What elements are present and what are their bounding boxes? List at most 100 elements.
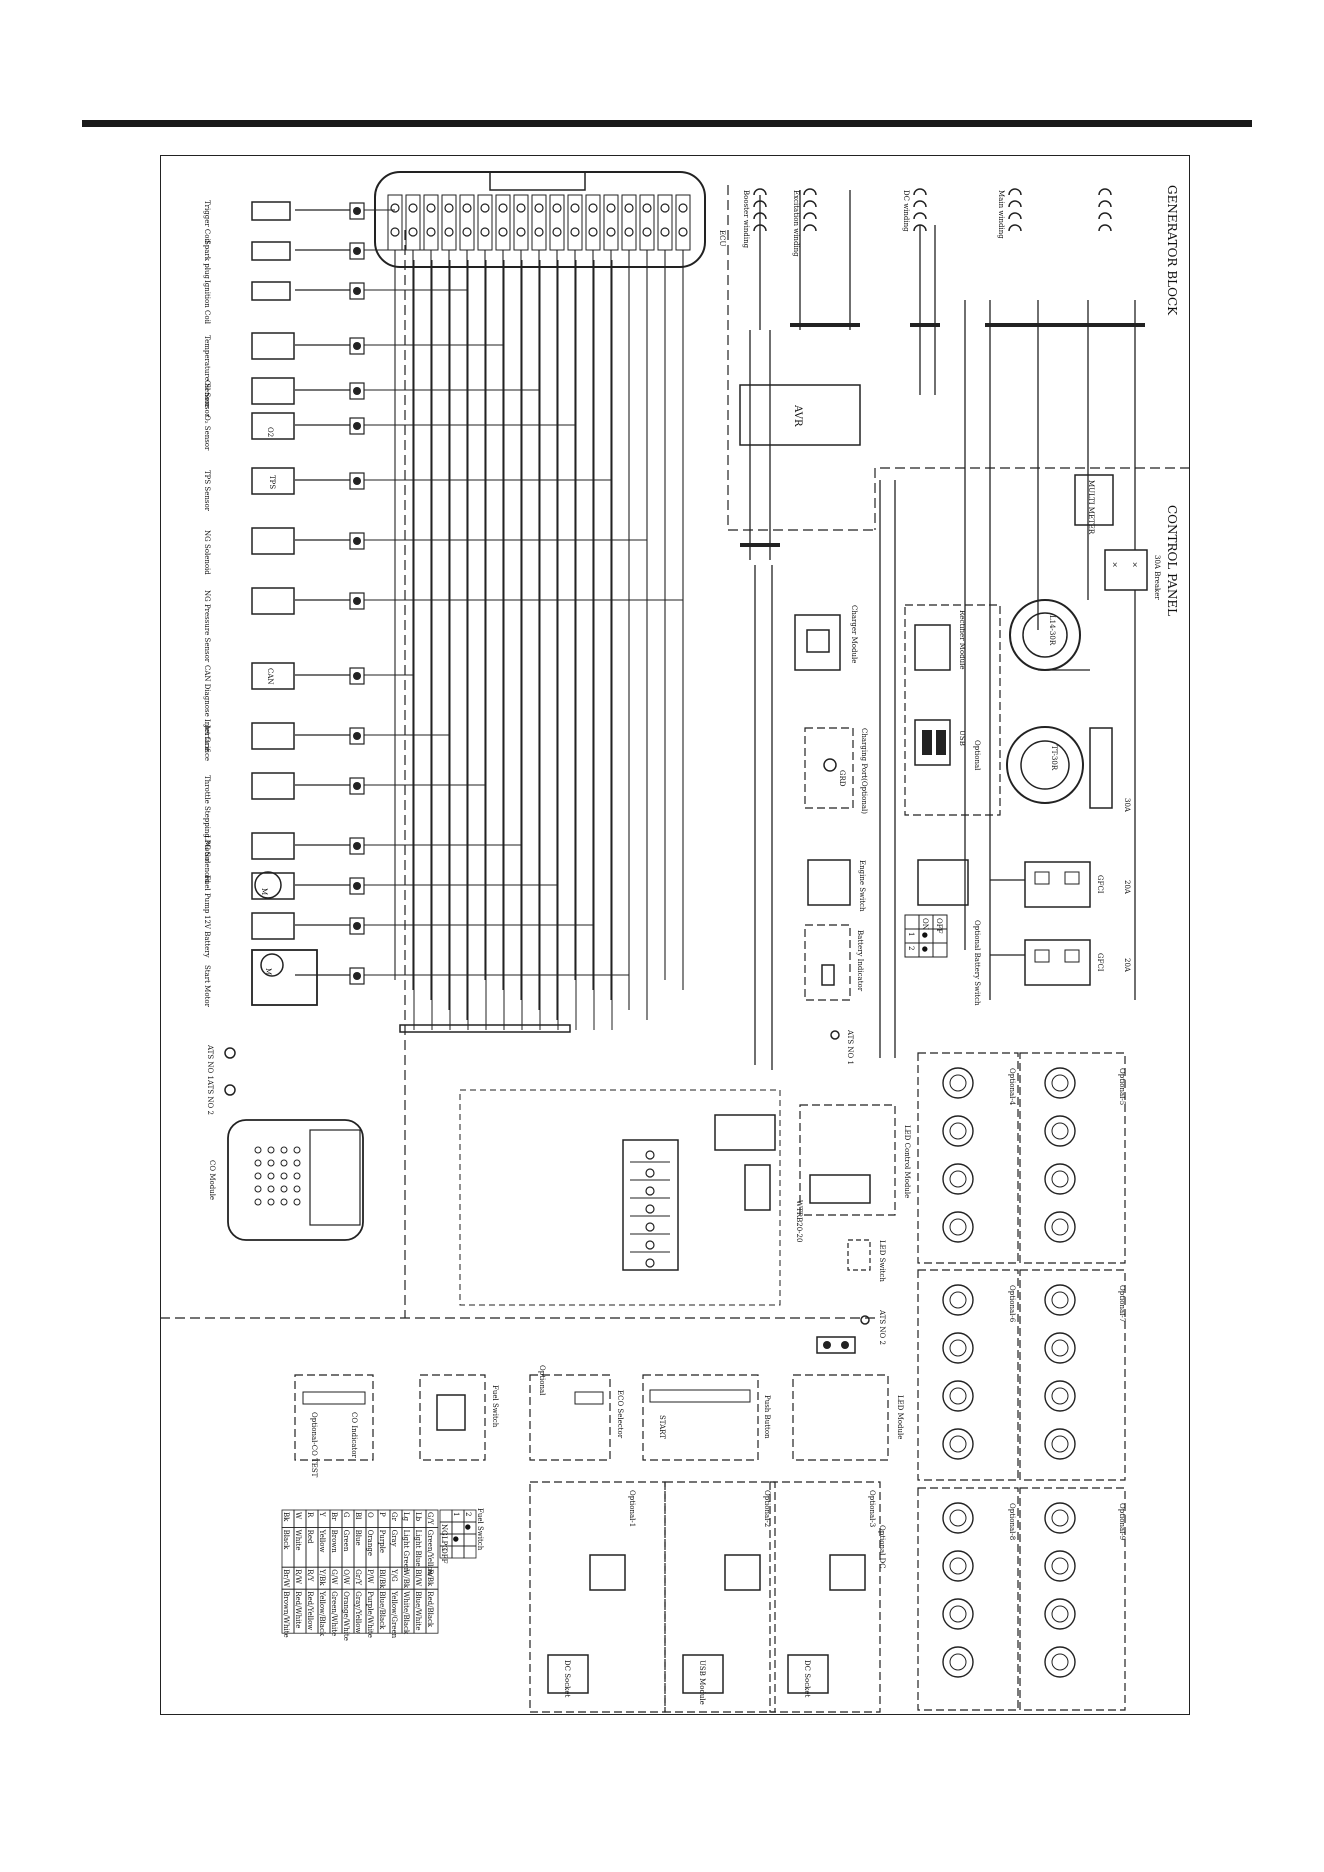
color-legend-cell: Purple (378, 1530, 386, 1553)
color-legend-cell: Lb (414, 1512, 422, 1522)
color-legend-cell: Blue (354, 1530, 362, 1546)
receptacle-l14: L14-30R (1009, 599, 1081, 671)
fuel-table-cell: ● (452, 1536, 460, 1542)
receptacle-tt: TT-30R 30A (1006, 726, 1131, 813)
color-legend-cell: Bl (354, 1512, 362, 1520)
svg-text:Optional-CO TEST: Optional-CO TEST (310, 1412, 318, 1478)
color-legend-cell: Orange (366, 1530, 374, 1556)
svg-text:START: START (658, 1415, 666, 1439)
color-legend-cell: Green/Yellow (426, 1530, 434, 1577)
svg-text:30A: 30A (1123, 798, 1131, 813)
svg-text:GFCI: GFCI (1096, 875, 1104, 894)
svg-text:Fuel Switch: Fuel Switch (491, 1385, 499, 1428)
svg-text:WTRB20-20: WTRB20-20 (795, 1200, 803, 1242)
engine-component-label: Throttle Stepping Motor (203, 775, 211, 863)
color-legend-cell: G/W (330, 1569, 338, 1585)
color-legend-cell: W/Bk (402, 1569, 410, 1589)
color-legend-cell: Red/White (294, 1591, 302, 1628)
battery-switch-cell: 1 (907, 932, 915, 936)
svg-text:Engine Switch: Engine Switch (858, 860, 866, 912)
svg-text:Push Button: Push Button (763, 1395, 771, 1439)
svg-text:ATS NO 2: ATS NO 2 (878, 1309, 886, 1345)
charging-port: Charging Port(Optional) GRD (804, 727, 868, 814)
dc-box-label: DC Socket (803, 1660, 811, 1698)
fuel-table-cell: 1 (452, 1512, 460, 1516)
bus-bar (399, 1024, 571, 1033)
svg-text:20A: 20A (1123, 880, 1131, 895)
engine-component-label: NG Pressure Sensor (203, 590, 211, 663)
svg-text:Charger Module: Charger Module (850, 605, 858, 663)
svg-text:CO Module: CO Module (208, 1160, 216, 1200)
engine-switch: Engine Switch (807, 859, 866, 912)
color-legend-cell: Gr (390, 1512, 398, 1522)
color-legend-cell: Light Green (402, 1530, 410, 1573)
color-legend-cell: Red/Yellow (306, 1591, 314, 1630)
svg-text:ATS NO 2: ATS NO 2 (206, 1079, 214, 1115)
ecu-trunk-wires (394, 250, 684, 1030)
color-legend-cell: Y (318, 1511, 326, 1517)
fuel-switch-box: Fuel Switch (419, 1374, 499, 1461)
eco-selector-box: Optional ECO Selector (529, 1365, 624, 1461)
svg-text:CO Indicator: CO Indicator (350, 1412, 358, 1458)
winding-label: Main winding (997, 190, 1005, 239)
optional-dc-label: Optional-1 (628, 1490, 636, 1527)
svg-text:LED Module: LED Module (896, 1395, 904, 1439)
svg-text:30A Breaker: 30A Breaker (1153, 555, 1161, 600)
svg-text:20A: 20A (1123, 958, 1131, 973)
push-button-box: START Push Button (642, 1374, 771, 1461)
color-legend-cell: Blue/White (414, 1591, 422, 1630)
svg-text:×: × (1112, 561, 1118, 569)
color-legend-cell: Light Blue (414, 1530, 422, 1567)
dc-box-label: USB Module (698, 1660, 706, 1705)
receptacle-option-label: Optional-4 (1008, 1068, 1016, 1106)
color-legend-cell: G (342, 1512, 350, 1518)
fuel-table-cell: LPG (440, 1536, 448, 1551)
svg-text:MULTI METER: MULTI METER (1087, 480, 1095, 535)
color-legend-cell: Yellow (318, 1529, 326, 1553)
svg-text:×: × (1132, 561, 1138, 569)
color-legend-cell: P/W (366, 1569, 374, 1584)
svg-text:AVR: AVR (792, 404, 803, 427)
color-legend-cell: R (306, 1512, 314, 1518)
color-legend-cell: Br (330, 1512, 338, 1521)
engine-component-label: Temperature Sensor (203, 335, 211, 408)
color-legend-cell: Y/G (390, 1568, 398, 1582)
color-legend-cell: Bk (282, 1512, 290, 1522)
color-legend-cell: Yellow/Green (390, 1590, 398, 1638)
fuel-table-cell: OFF (440, 1548, 448, 1564)
engine-component-label: 12V Battery (203, 915, 211, 958)
fuel-table-cell: 2 (464, 1512, 472, 1516)
color-legend-cell: R/Y (306, 1569, 314, 1582)
svg-text:Charging Port(Optional): Charging Port(Optional) (860, 728, 868, 814)
engine-component-label: NG Solenoid (203, 530, 211, 575)
color-legend-cell: Br/W (282, 1569, 290, 1588)
engine-component-label: CAN Diagnose Interface (203, 665, 211, 751)
color-legend-cell: Gray/Yellow (354, 1591, 362, 1633)
svg-text:Rectifier Module: Rectifier Module (958, 610, 966, 670)
control-connector: WTRB20-20 (459, 1089, 803, 1306)
receptacle-option-label: Optional-7 (1118, 1285, 1126, 1322)
fuel-table-cell: ● (464, 1524, 472, 1530)
start-motor-symbol: M (264, 968, 272, 975)
svg-text:Optional Battery Switch: Optional Battery Switch (973, 920, 981, 1006)
color-legend-cell: Orange/White (342, 1591, 350, 1641)
svg-text:Optional: Optional (973, 740, 981, 771)
color-legend-cell: Bl/Bk (378, 1569, 386, 1589)
battery-indicator: Battery Indicator ATS NO 1 (804, 924, 864, 1065)
color-legend-cell: Y/Bk (318, 1568, 326, 1586)
optional-dc-label: Optional-2 (763, 1490, 771, 1527)
battery-switch-cell: OFF (935, 918, 943, 934)
battery-switch-cell: ● (921, 932, 929, 938)
svg-text:GFCI: GFCI (1096, 953, 1104, 972)
svg-text:Battery Indicator: Battery Indicator (856, 930, 864, 992)
optional-dc-label: Optional-3 (868, 1490, 876, 1527)
svg-text:TT-30R: TT-30R (1050, 745, 1058, 771)
color-legend-cell: Blue/Black (378, 1591, 386, 1630)
svg-text:LED Control Module: LED Control Module (903, 1125, 911, 1198)
schematic-frame (160, 155, 1190, 1715)
